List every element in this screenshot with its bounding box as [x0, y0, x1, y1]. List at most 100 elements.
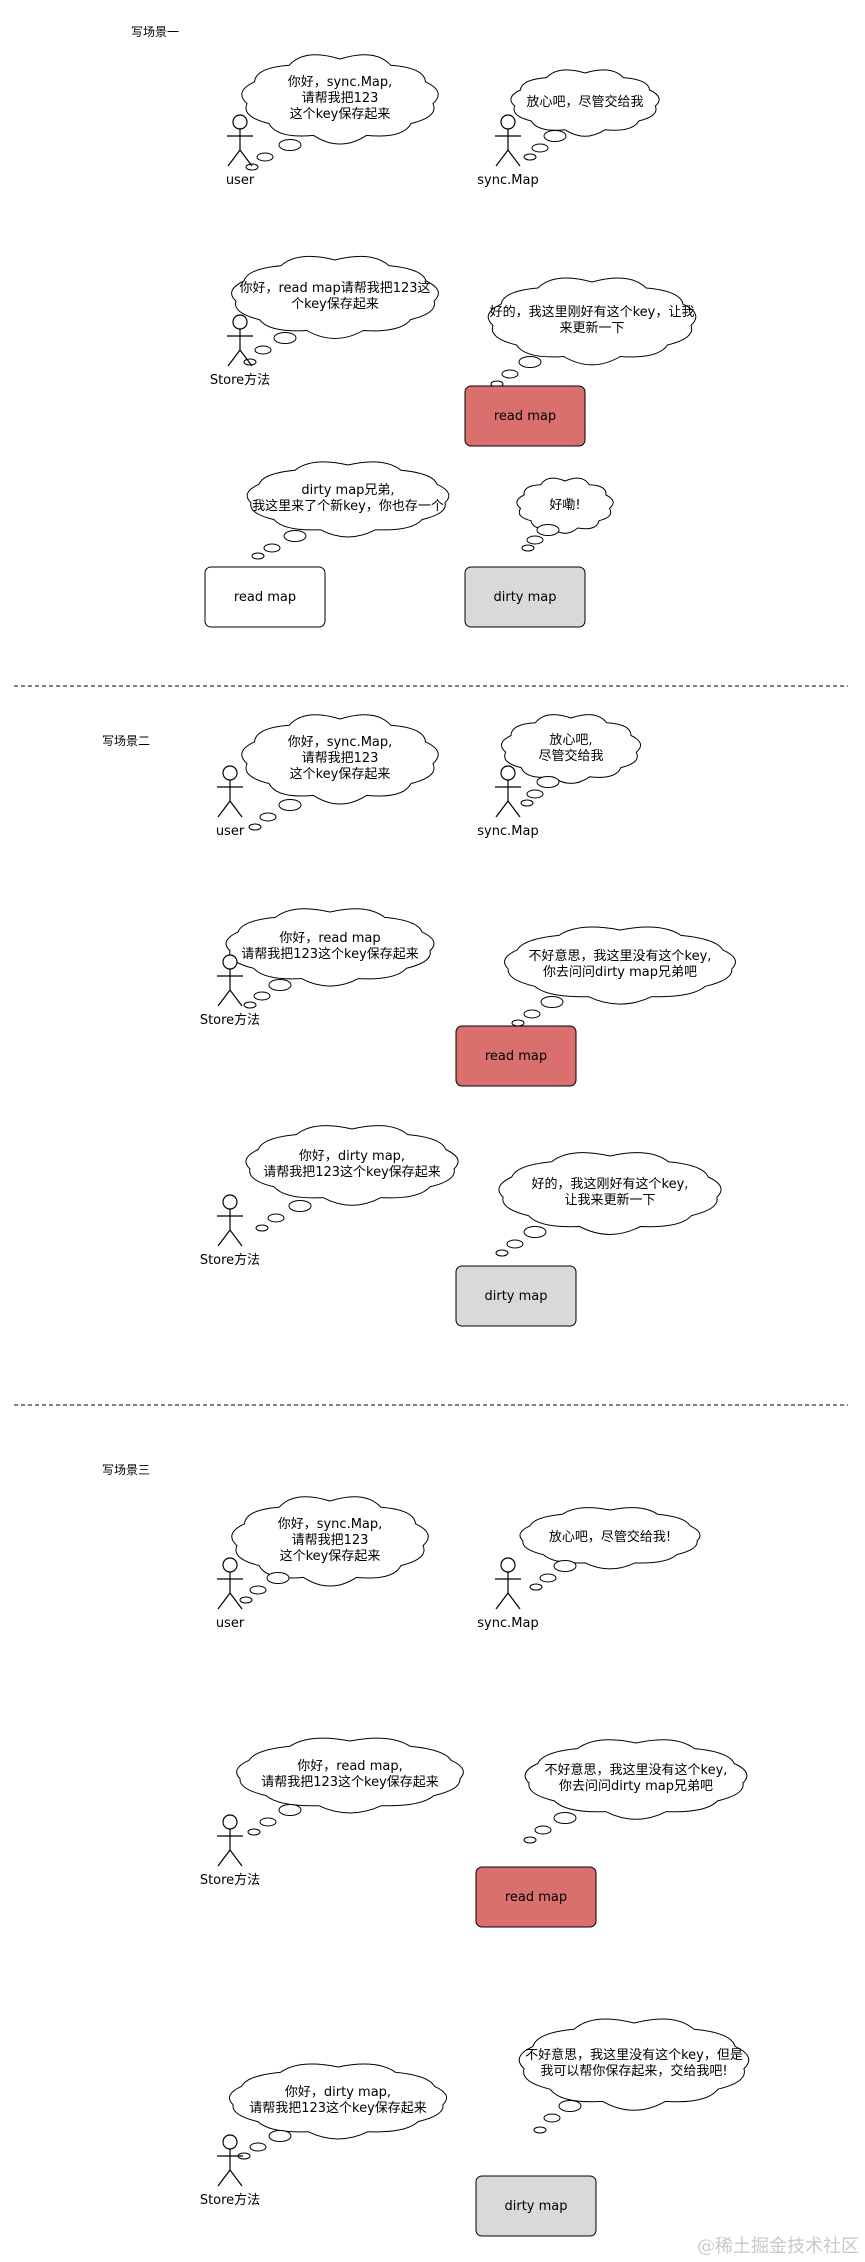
thought-puff	[288, 1200, 312, 1212]
bubble-text: 放心吧,	[549, 733, 592, 748]
cloud-shape	[236, 1737, 464, 1814]
map-box-shape	[475, 2175, 597, 2237]
bubble-text: 你好，sync.Map,	[288, 75, 393, 90]
scene-2: 写场景二你好，sync.Map,请帮我把123这个key保存起来放心吧,尽管交给…	[102, 714, 736, 1327]
thought-puff	[543, 2113, 561, 2123]
speech-bubble: 你好，dirty map,请帮我把123这个key保存起来	[228, 2063, 448, 2160]
bubble-text: 好的，我这刚好有这个key,	[532, 1176, 689, 1192]
cloud-shape	[487, 277, 697, 366]
cloud-shape	[524, 1739, 748, 1820]
bubble-text: 这个key保存起来	[290, 766, 391, 782]
bubble-text: 尽管交给我	[538, 748, 603, 764]
thought-puff	[256, 152, 274, 162]
cloud-shape	[518, 2018, 750, 2111]
map-box-shape	[475, 1866, 597, 1928]
thought-puff	[239, 1596, 253, 1604]
actor-label: user	[216, 1616, 245, 1631]
stick-figure-actor: Store方法	[200, 1194, 260, 1268]
speech-bubble: 好的，我这里刚好有这个key，让我来更新一下	[487, 277, 697, 388]
scene-title: 写场景一	[131, 25, 179, 39]
speech-bubble: 你好，dirty map,请帮我把123这个key保存起来	[245, 1125, 459, 1232]
bubble-text: 你好，read map,	[297, 1759, 402, 1774]
bubble-text: 你好，dirty map,	[299, 1149, 405, 1164]
bubble-text: 请帮我把123	[292, 1533, 369, 1548]
cloud-shape	[241, 54, 439, 145]
bubble-text: 请帮我把123这个key保存起来	[261, 1774, 439, 1790]
cloud-shape	[519, 1507, 701, 1570]
cloud-shape	[241, 714, 439, 805]
thought-puff	[249, 2142, 267, 2152]
map-box-shape	[204, 566, 326, 628]
cloud-shape	[245, 1125, 459, 1206]
actor-label: sync.Map	[477, 173, 538, 188]
bubble-text: 好的，我这里刚好有这个key，让我	[490, 304, 695, 320]
thought-puff	[511, 1019, 525, 1027]
bubble-text: 你好，read map	[279, 931, 380, 946]
actor-head-icon	[500, 765, 516, 781]
bubble-text: 好嘞!	[549, 498, 580, 513]
thought-puff	[495, 1249, 509, 1257]
thought-puff	[268, 2130, 292, 2142]
actor-head-icon	[222, 765, 238, 781]
bubble-text: 你好，sync.Map,	[278, 1517, 383, 1532]
speech-bubble: 放心吧，尽管交给我!	[519, 1507, 701, 1591]
map-box-shape	[455, 1025, 577, 1087]
actor-label: Store方法	[200, 1012, 260, 1028]
scene-title: 写场景三	[102, 1463, 150, 1477]
read-map-box: read map	[204, 566, 326, 628]
actor-head-icon	[222, 2134, 238, 2150]
actor-body-icon	[495, 1572, 521, 1610]
bubble-text: 我可以帮你保存起来，交给我吧!	[540, 2063, 727, 2079]
actor-head-icon	[500, 1557, 516, 1573]
stick-figure-actor: user	[216, 765, 245, 839]
cloud-shape	[231, 1496, 429, 1587]
stick-figure-actor: Store方法	[200, 2134, 260, 2208]
actor-head-icon	[232, 314, 248, 330]
thought-puff	[248, 823, 262, 831]
map-box-label: dirty map	[493, 590, 556, 605]
thought-puff	[501, 369, 519, 379]
stick-figure-actor: user	[216, 1557, 245, 1631]
map-box-label: read map	[494, 409, 556, 424]
actor-head-icon	[222, 1814, 238, 1830]
thought-puff	[251, 552, 265, 560]
thought-puff	[254, 345, 272, 355]
speech-bubble: 你好，sync.Map,请帮我把123这个key保存起来	[241, 54, 439, 171]
cloud-shape	[510, 69, 660, 137]
thought-puff	[523, 1226, 547, 1238]
actor-head-icon	[232, 114, 248, 130]
thought-puff	[531, 143, 549, 153]
actor-body-icon	[217, 2149, 243, 2187]
bubble-text: 放心吧，尽管交给我!	[549, 1529, 671, 1545]
thought-puff	[536, 524, 560, 536]
actor-label: Store方法	[200, 1252, 260, 1268]
actor-head-icon	[500, 114, 516, 130]
thought-puff	[243, 1001, 257, 1009]
map-box-shape	[464, 566, 586, 628]
actor-body-icon	[227, 129, 253, 167]
bubble-text: 你好，dirty map,	[285, 2085, 391, 2100]
cloud-shape	[231, 255, 439, 339]
thought-puff	[267, 1213, 285, 1223]
actor-body-icon	[217, 1829, 243, 1867]
thought-puff	[523, 1009, 541, 1019]
bubble-text: dirty map兄弟,	[301, 483, 394, 498]
actor-label: Store方法	[200, 2192, 260, 2208]
thought-puff	[553, 1560, 577, 1572]
map-box-label: read map	[234, 590, 296, 605]
thought-puff	[543, 130, 567, 142]
actor-head-icon	[222, 954, 238, 970]
thought-puff	[523, 153, 537, 161]
bubble-text: 个key保存起来	[291, 297, 379, 312]
thought-puff	[523, 1836, 537, 1844]
actor-body-icon	[217, 1209, 243, 1247]
thought-puff	[273, 332, 297, 344]
bubble-text: 请帮我把123这个key保存起来	[249, 2100, 427, 2116]
thought-puff	[263, 543, 281, 553]
speech-bubble: 好的，我这刚好有这个key,让我来更新一下	[495, 1152, 722, 1257]
thought-puff	[249, 1585, 267, 1595]
